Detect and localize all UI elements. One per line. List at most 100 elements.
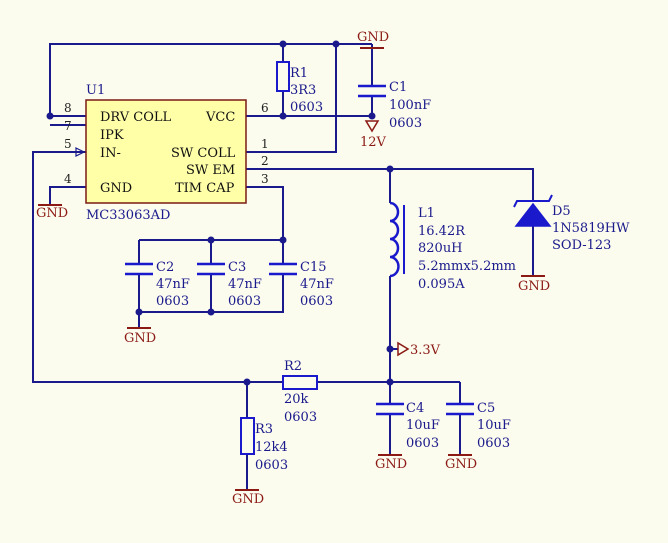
c1-value: 100nF xyxy=(389,98,431,113)
pin-number: 2 xyxy=(261,154,269,168)
r3-package: 0603 xyxy=(255,458,288,473)
inductor-coil xyxy=(389,201,400,278)
resistor-r3[interactable]: R3 12k4 0603 xyxy=(240,417,288,473)
resistor-body xyxy=(282,375,318,390)
c1-designator: C1 xyxy=(389,80,407,95)
capacitor-c15[interactable]: C15 47nF 0603 xyxy=(269,260,334,309)
pin-name: DRV COLL xyxy=(100,110,172,125)
l1-current: 0.095A xyxy=(418,277,465,292)
vout-label: 3.3V xyxy=(410,343,441,358)
pin-number: 5 xyxy=(64,137,72,151)
c15-value: 47nF xyxy=(300,277,334,292)
junction-dot xyxy=(46,112,54,120)
ic-u1[interactable]: U1 MC33063AD 8 DRV COLL 7 IPK 5 IN- 4 GN… xyxy=(64,83,269,223)
c5-designator: C5 xyxy=(477,401,495,416)
inductor-l1[interactable]: L1 16.42R 820uH 5.2mmx5.2mm 0.095A xyxy=(389,201,516,292)
pin-number: 6 xyxy=(261,101,269,115)
resistor-r1[interactable]: R1 3R3 0603 xyxy=(276,61,323,115)
pin-name: TIM CAP xyxy=(175,181,235,196)
gnd-label: GND xyxy=(124,331,156,346)
c3-designator: C3 xyxy=(228,260,246,275)
input-arrow-icon xyxy=(75,147,86,157)
junction-dot xyxy=(386,345,394,353)
l1-size: 5.2mmx5.2mm xyxy=(418,259,516,274)
resistor-r2[interactable]: R2 20k 0603 xyxy=(282,359,318,425)
c5-value: 10uF xyxy=(477,418,511,433)
u1-designator: U1 xyxy=(86,83,105,98)
pin-name: GND xyxy=(100,181,132,196)
pin-name: SW EM xyxy=(186,163,235,178)
wire-sw-coll xyxy=(246,44,337,153)
pin-number: 8 xyxy=(64,101,72,115)
c2-value: 47nF xyxy=(156,277,190,292)
capacitor-c2[interactable]: C2 47nF 0603 xyxy=(125,260,190,309)
resistor-body xyxy=(240,417,255,455)
junctions xyxy=(46,40,394,386)
pin-number: 3 xyxy=(261,172,269,186)
capacitor-c1[interactable]: C1 100nF 0603 xyxy=(358,80,431,131)
l1-designator: L1 xyxy=(418,206,435,221)
vin-label: 12V xyxy=(360,135,387,150)
l1-resistance: 16.42R xyxy=(418,224,466,239)
junction-dot xyxy=(135,308,143,316)
gnd-label: GND xyxy=(375,457,407,472)
capacitor-c3[interactable]: C3 47nF 0603 xyxy=(197,260,262,309)
power-port-12v: 12V xyxy=(360,120,387,150)
pin-number: 7 xyxy=(64,119,72,133)
c2-designator: C2 xyxy=(156,260,174,275)
d5-part: 1N5819HW xyxy=(552,221,630,236)
d5-package: SOD-123 xyxy=(552,238,611,253)
gnd-symbol-u1: GND xyxy=(36,204,68,221)
resistor-body xyxy=(276,61,290,92)
c4-package: 0603 xyxy=(406,436,439,451)
r1-value: 3R3 xyxy=(290,83,316,98)
junction-dot xyxy=(332,40,340,48)
junction-dot xyxy=(279,236,287,244)
pin-name: SW COLL xyxy=(171,146,236,161)
junction-dot xyxy=(243,378,251,386)
capacitor-c4[interactable]: C4 10uF 0603 xyxy=(376,401,440,451)
gnd-label: GND xyxy=(518,279,550,294)
power-port-3v3: 3.3V xyxy=(397,341,441,358)
power-arrow-icon xyxy=(397,341,410,357)
c1-package: 0603 xyxy=(389,116,422,131)
gnd-symbol-capbank: GND xyxy=(124,327,156,346)
c4-value: 10uF xyxy=(406,418,440,433)
r3-value: 12k4 xyxy=(255,440,288,455)
pin-name: IPK xyxy=(100,128,124,143)
l1-inductance: 820uH xyxy=(418,241,463,256)
diode-d5[interactable]: D5 1N5819HW SOD-123 xyxy=(513,194,630,253)
r1-package: 0603 xyxy=(290,100,323,115)
diode-triangle xyxy=(514,202,552,227)
gnd-symbol-c4: GND xyxy=(375,454,407,472)
schottky-bar xyxy=(513,194,553,208)
junction-dot xyxy=(368,112,376,120)
r1-designator: R1 xyxy=(290,66,308,81)
junction-dot xyxy=(386,378,394,386)
c4-designator: C4 xyxy=(406,401,424,416)
r3-designator: R3 xyxy=(255,422,273,437)
junction-dot xyxy=(207,236,215,244)
gnd-label: GND xyxy=(357,30,389,45)
r2-designator: R2 xyxy=(284,359,302,374)
wire-pin4-gnd xyxy=(49,186,86,205)
gnd-symbol-d5: GND xyxy=(518,275,550,294)
wire-sw-em xyxy=(246,168,534,200)
gnd-label: GND xyxy=(36,206,68,221)
pin-number: 4 xyxy=(64,172,72,186)
wire-feedback xyxy=(32,151,283,383)
junction-dot xyxy=(207,308,215,316)
r2-value: 20k xyxy=(284,392,309,407)
gnd-symbol-c5: GND xyxy=(445,454,477,472)
power-arrow-icon xyxy=(364,120,380,133)
junction-dot xyxy=(279,40,287,48)
ic-body xyxy=(85,99,247,204)
wire-drv-top xyxy=(49,43,372,117)
c2-package: 0603 xyxy=(156,294,189,309)
u1-part-number: MC33063AD xyxy=(86,208,170,223)
capacitor-c5[interactable]: C5 10uF 0603 xyxy=(446,401,511,451)
pin-number: 1 xyxy=(261,137,269,151)
gnd-label: GND xyxy=(445,457,477,472)
r2-package: 0603 xyxy=(284,410,317,425)
